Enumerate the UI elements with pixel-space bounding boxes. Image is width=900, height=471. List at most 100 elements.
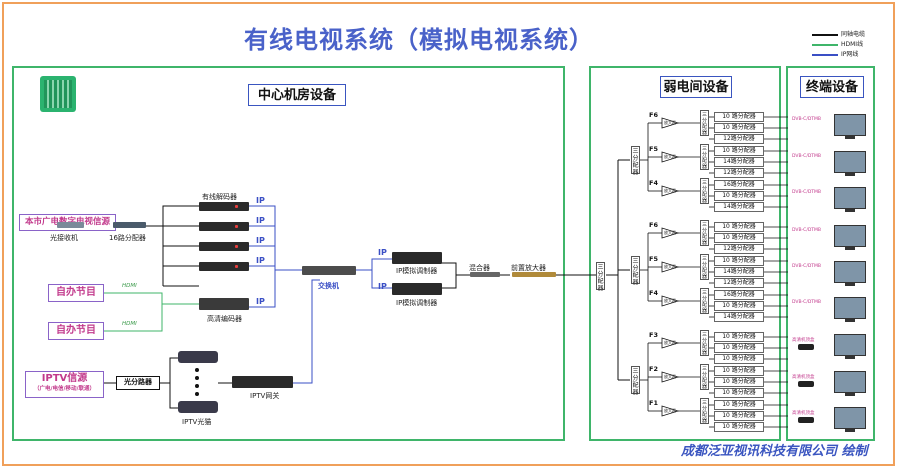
- ip-tag: IP: [256, 196, 265, 205]
- coax-lines: [84, 159, 630, 381]
- distribution-box: 12路分配器: [714, 134, 764, 144]
- amplifier-label: 放大器: [664, 230, 676, 235]
- distribution-box: 10 路分配器: [714, 191, 764, 201]
- cable-decoder-3: [199, 242, 249, 251]
- hdmi-tag: HDMI: [122, 321, 137, 327]
- iptv-gateway-label: IPTV网关: [250, 392, 280, 400]
- tv-stand: [845, 283, 855, 286]
- ip-modulator-1-device: [392, 252, 442, 264]
- legend-label: 同轴电缆: [841, 31, 866, 38]
- ip-modulator-1-label: IP模拟调制器: [396, 267, 438, 275]
- self-program-source-2: 自办节目: [48, 322, 104, 340]
- floor-splitter: 三分配器: [700, 110, 709, 136]
- distribution-box: 14路分配器: [714, 157, 764, 167]
- tv-stand: [845, 356, 855, 359]
- preamp-label: 前置放大器: [511, 264, 546, 272]
- distribution-box: 16路分配器: [714, 290, 764, 300]
- floor-label: F5: [649, 255, 658, 263]
- ip-tag: IP: [256, 216, 265, 225]
- iptv-modem-bottom: [178, 401, 218, 413]
- distribution-box: 10 路分配器: [714, 377, 764, 387]
- amplifier-label: 放大器: [664, 120, 676, 125]
- hd-encoder-device: [199, 298, 249, 310]
- distribution-box: 12路分配器: [714, 278, 764, 288]
- floor-splitter: 三分配器: [700, 398, 709, 424]
- distribution-box: 10 路分配器: [714, 354, 764, 364]
- legend-item-hdmi: HDMI线: [812, 40, 892, 49]
- terminal-label: 高清机顶盒: [792, 375, 815, 380]
- tv-screen: [834, 114, 866, 136]
- floor-distribution-lines: [640, 116, 788, 428]
- optical-splitter-box: 光分路器: [116, 376, 160, 390]
- terminal-label: 高清机顶盒: [792, 338, 815, 343]
- group-splitter: 三分配器: [631, 256, 640, 286]
- set-top-box-device: [798, 381, 814, 387]
- distribution-box: 10 路分配器: [714, 301, 764, 311]
- iptv-modem-top: [178, 351, 218, 363]
- distribution-box: 10 路分配器: [714, 233, 764, 243]
- distribution-box: 10 路分配器: [714, 388, 764, 398]
- distribution-box: 10 路分配器: [714, 112, 764, 122]
- iptv-source-subtitle: （广电/电信/移动/联通）: [33, 386, 96, 392]
- floor-splitter: 三分配器: [700, 220, 709, 246]
- tv-stand: [845, 209, 855, 212]
- terminal-label: DVB-C/DTMB: [792, 154, 822, 159]
- tv-stand: [845, 247, 855, 250]
- tv-screen: [834, 187, 866, 209]
- switch-label: 交换机: [318, 282, 339, 290]
- distribution-box: 10 路分配器: [714, 400, 764, 410]
- main-splitter: 三分配器: [596, 262, 605, 292]
- floor-label: F6: [649, 111, 658, 119]
- legend-swatch: [812, 44, 838, 46]
- floor-splitter: 三分配器: [700, 144, 709, 170]
- set-top-box-device: [798, 417, 814, 423]
- ip-tag: IP: [256, 297, 265, 306]
- ip-modulator-2-device: [392, 283, 442, 295]
- distribution-box: 10 路分配器: [714, 222, 764, 232]
- distribution-box: 10 路分配器: [714, 256, 764, 266]
- floor-splitter: 三分配器: [700, 330, 709, 356]
- amplifier-label: 放大器: [664, 154, 676, 159]
- legend-label: IP网线: [841, 51, 859, 58]
- self-program-source-1: 自办节目: [48, 284, 104, 302]
- distribution-box: 10 路分配器: [714, 411, 764, 421]
- switch-device: [302, 266, 356, 275]
- amplifier-label: 放大器: [664, 340, 676, 345]
- iptv-lines: [104, 357, 232, 409]
- floor-label: F6: [649, 221, 658, 229]
- ip-tag: IP: [378, 282, 387, 291]
- cable-decoder-1: [199, 202, 249, 211]
- amplifier-label: 放大器: [664, 264, 676, 269]
- distribution-box: 14路分配器: [714, 202, 764, 212]
- tv-screen: [834, 225, 866, 247]
- terminal-label: 高清机顶盒: [792, 411, 815, 416]
- tv-screen: [834, 151, 866, 173]
- terminal-section: [786, 66, 875, 441]
- central-room-section: [12, 66, 565, 441]
- central-room-title: 中心机房设备: [248, 84, 346, 106]
- floor-splitter: 三分配器: [700, 288, 709, 314]
- floor-label: F4: [649, 289, 658, 297]
- distribution-box: 10 路分配器: [714, 146, 764, 156]
- amplifier-label: 放大器: [664, 408, 676, 413]
- iptv-source-title: IPTV信源: [41, 373, 88, 384]
- credit-text: 成都泛亚视讯科技有限公司 绘制: [681, 444, 868, 459]
- optical-receiver-device: [57, 222, 84, 228]
- ip-tag: IP: [256, 256, 265, 265]
- legend: 同轴电缆 HDMI线 IP网线: [812, 30, 892, 60]
- legend-label: HDMI线: [841, 41, 864, 48]
- distribution-box: 10 路分配器: [714, 332, 764, 342]
- floor-label: F1: [649, 399, 658, 407]
- floor-label: F2: [649, 365, 658, 373]
- terminal-title: 终端设备: [800, 76, 864, 98]
- weak-room-title: 弱电间设备: [660, 76, 732, 98]
- amplifier-label: 放大器: [664, 188, 676, 193]
- floor-splitter: 三分配器: [700, 254, 709, 280]
- page-title: 有线电视系统（模拟电视系统）: [244, 26, 594, 54]
- ip-tag: IP: [256, 236, 265, 245]
- tv-stand: [845, 136, 855, 139]
- preamp-device: [512, 272, 556, 277]
- legend-item-ip: IP网线: [812, 50, 892, 59]
